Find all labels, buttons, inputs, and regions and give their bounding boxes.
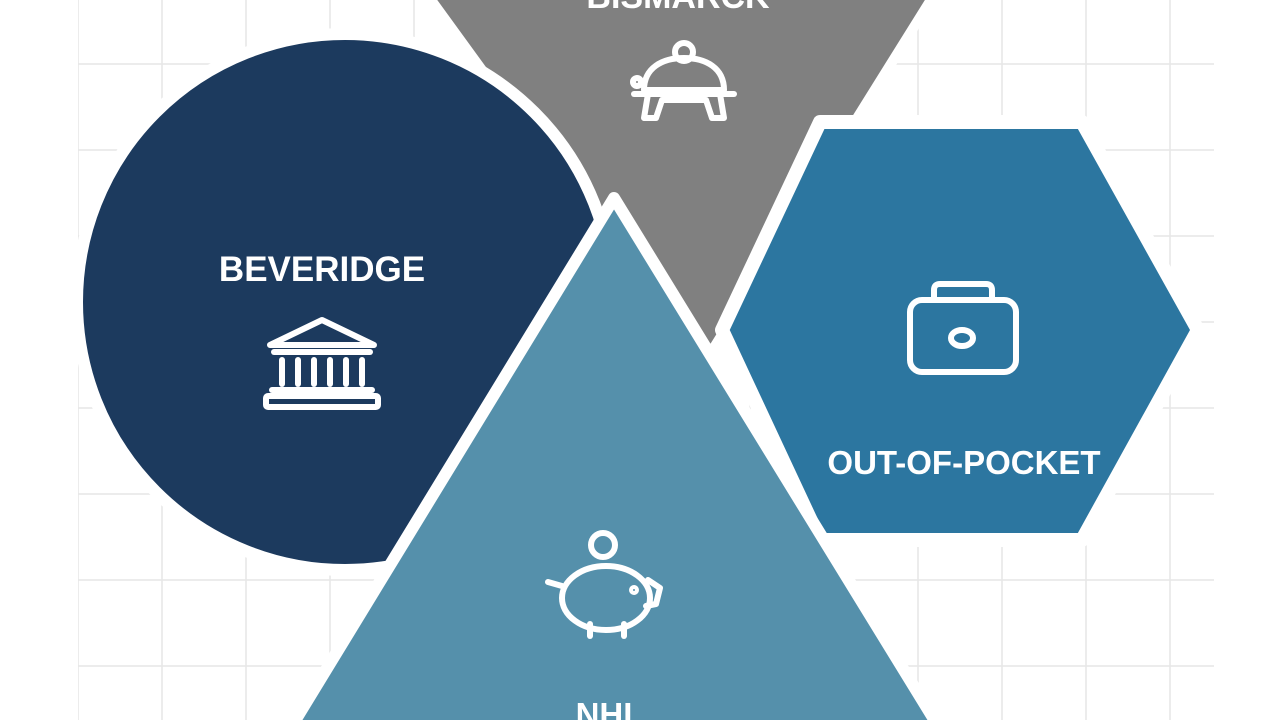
government-building-icon <box>263 317 381 410</box>
piggy-bank-icon <box>545 530 663 639</box>
wallet-icon <box>907 281 1019 375</box>
bell-icon <box>630 40 737 121</box>
nhi-triangle <box>288 192 942 720</box>
nhi-label: NHI <box>576 696 633 720</box>
out-of-pocket-label: OUT-OF-POCKET <box>827 444 1100 481</box>
beveridge-label: BEVERIDGE <box>219 250 425 289</box>
out-of-pocket-shape: OUT-OF-POCKET <box>715 115 1205 547</box>
bismarck-label: BISMARCK <box>586 0 770 16</box>
nhi-shape: NHI <box>288 192 942 720</box>
